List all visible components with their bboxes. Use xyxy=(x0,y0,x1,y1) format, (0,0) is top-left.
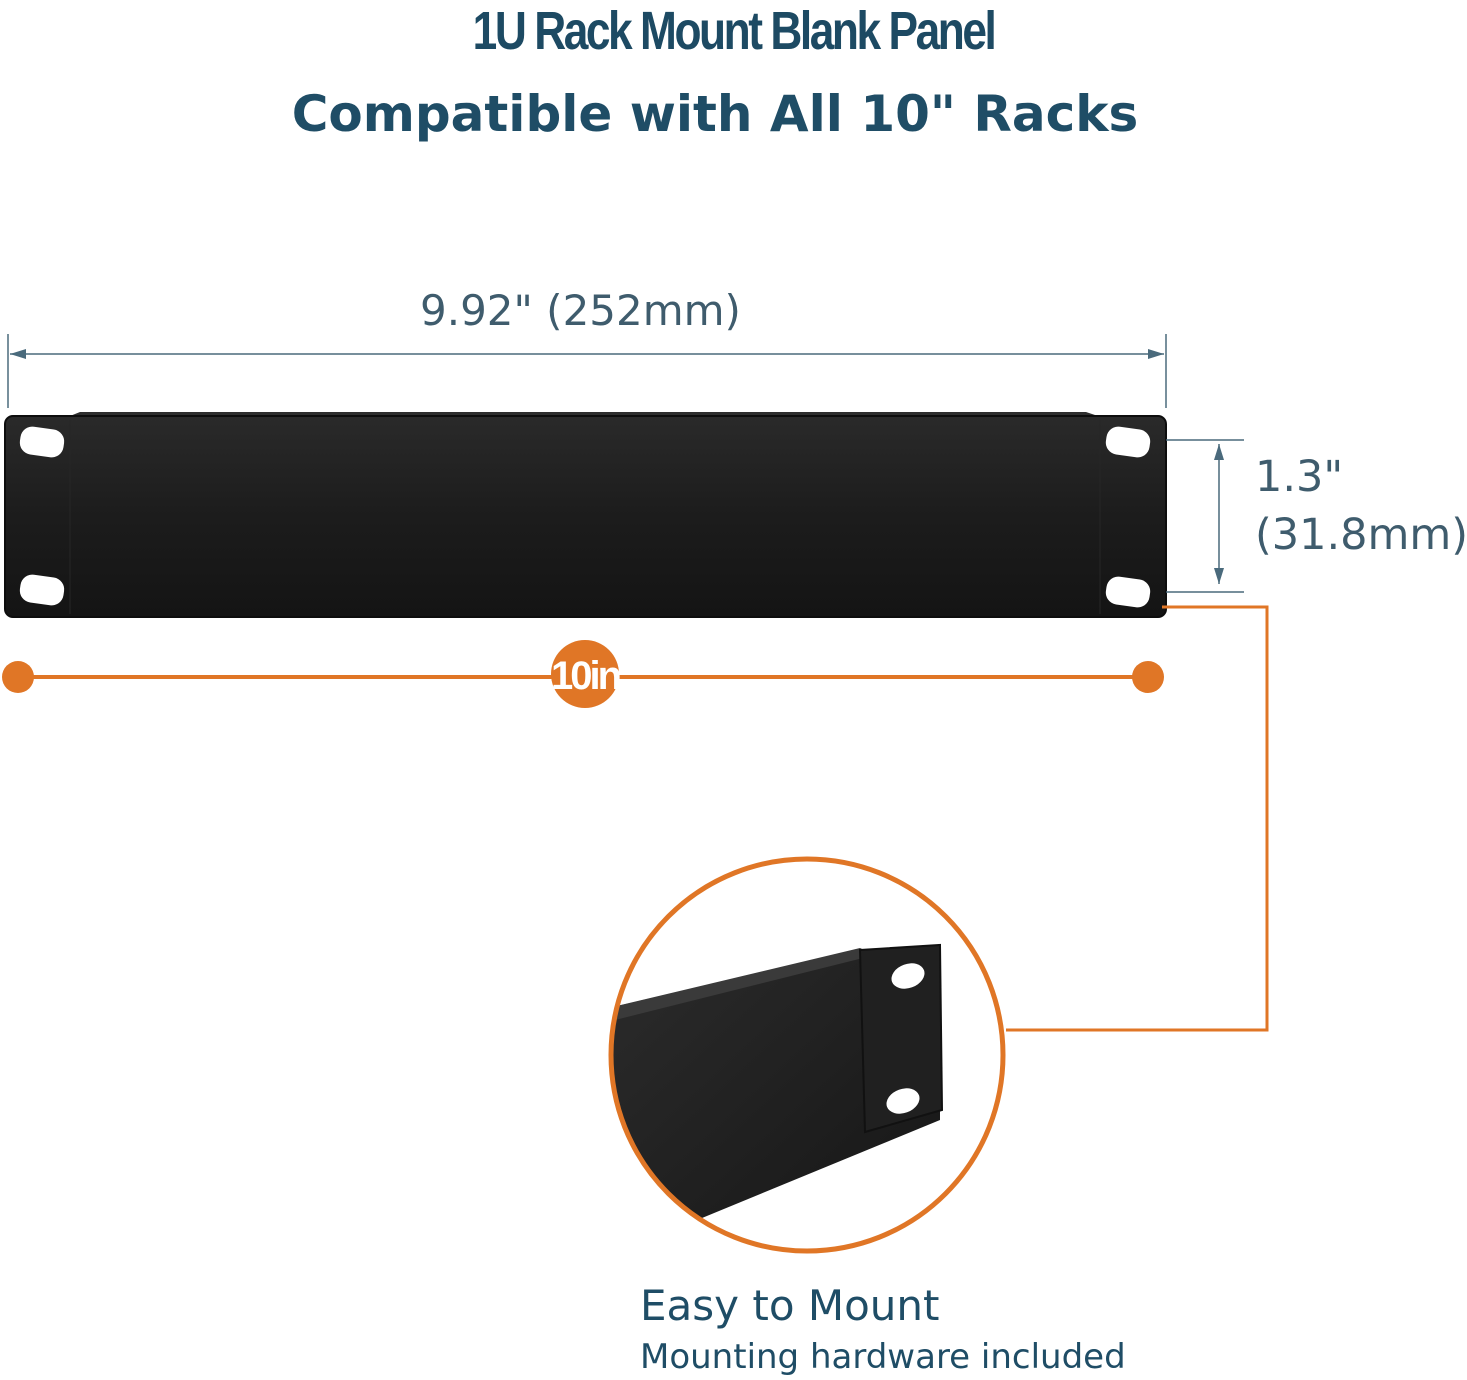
mount-hole-bottom-left xyxy=(19,574,65,606)
height-dimension-line xyxy=(1166,439,1244,593)
callout-connector xyxy=(1006,605,1269,1032)
width-dimension-label: 9.92" (252mm) xyxy=(420,286,741,335)
rack-size-line: 10in xyxy=(2,640,1164,708)
rack-size-badge xyxy=(551,640,619,708)
zoom-detail-image xyxy=(608,856,1006,1254)
rack-panel-image xyxy=(4,412,1167,618)
height-dimension-label-mm: (31.8mm) xyxy=(1255,510,1467,560)
zoom-mount-hole-bottom xyxy=(886,1088,920,1114)
line-endpoint-left xyxy=(2,661,34,693)
rack-size-badge-label: 10in xyxy=(551,654,620,698)
line-endpoint-right xyxy=(1132,661,1164,693)
page-subtitle: Compatible with All 10" Racks xyxy=(291,85,1139,143)
feature-title: Easy to Mount xyxy=(640,1281,940,1330)
zoom-mount-hole-top xyxy=(891,963,925,989)
feature-subtitle: Mounting hardware included xyxy=(640,1337,1126,1377)
mount-hole-bottom-right xyxy=(1105,576,1151,608)
mount-hole-top-left xyxy=(19,426,65,458)
height-dimension-label-inches: 1.3" xyxy=(1255,452,1344,502)
page-title: 1U Rack Mount Blank Panel xyxy=(472,1,997,61)
width-dimension-line xyxy=(7,334,1167,408)
mount-hole-top-right xyxy=(1105,426,1151,458)
